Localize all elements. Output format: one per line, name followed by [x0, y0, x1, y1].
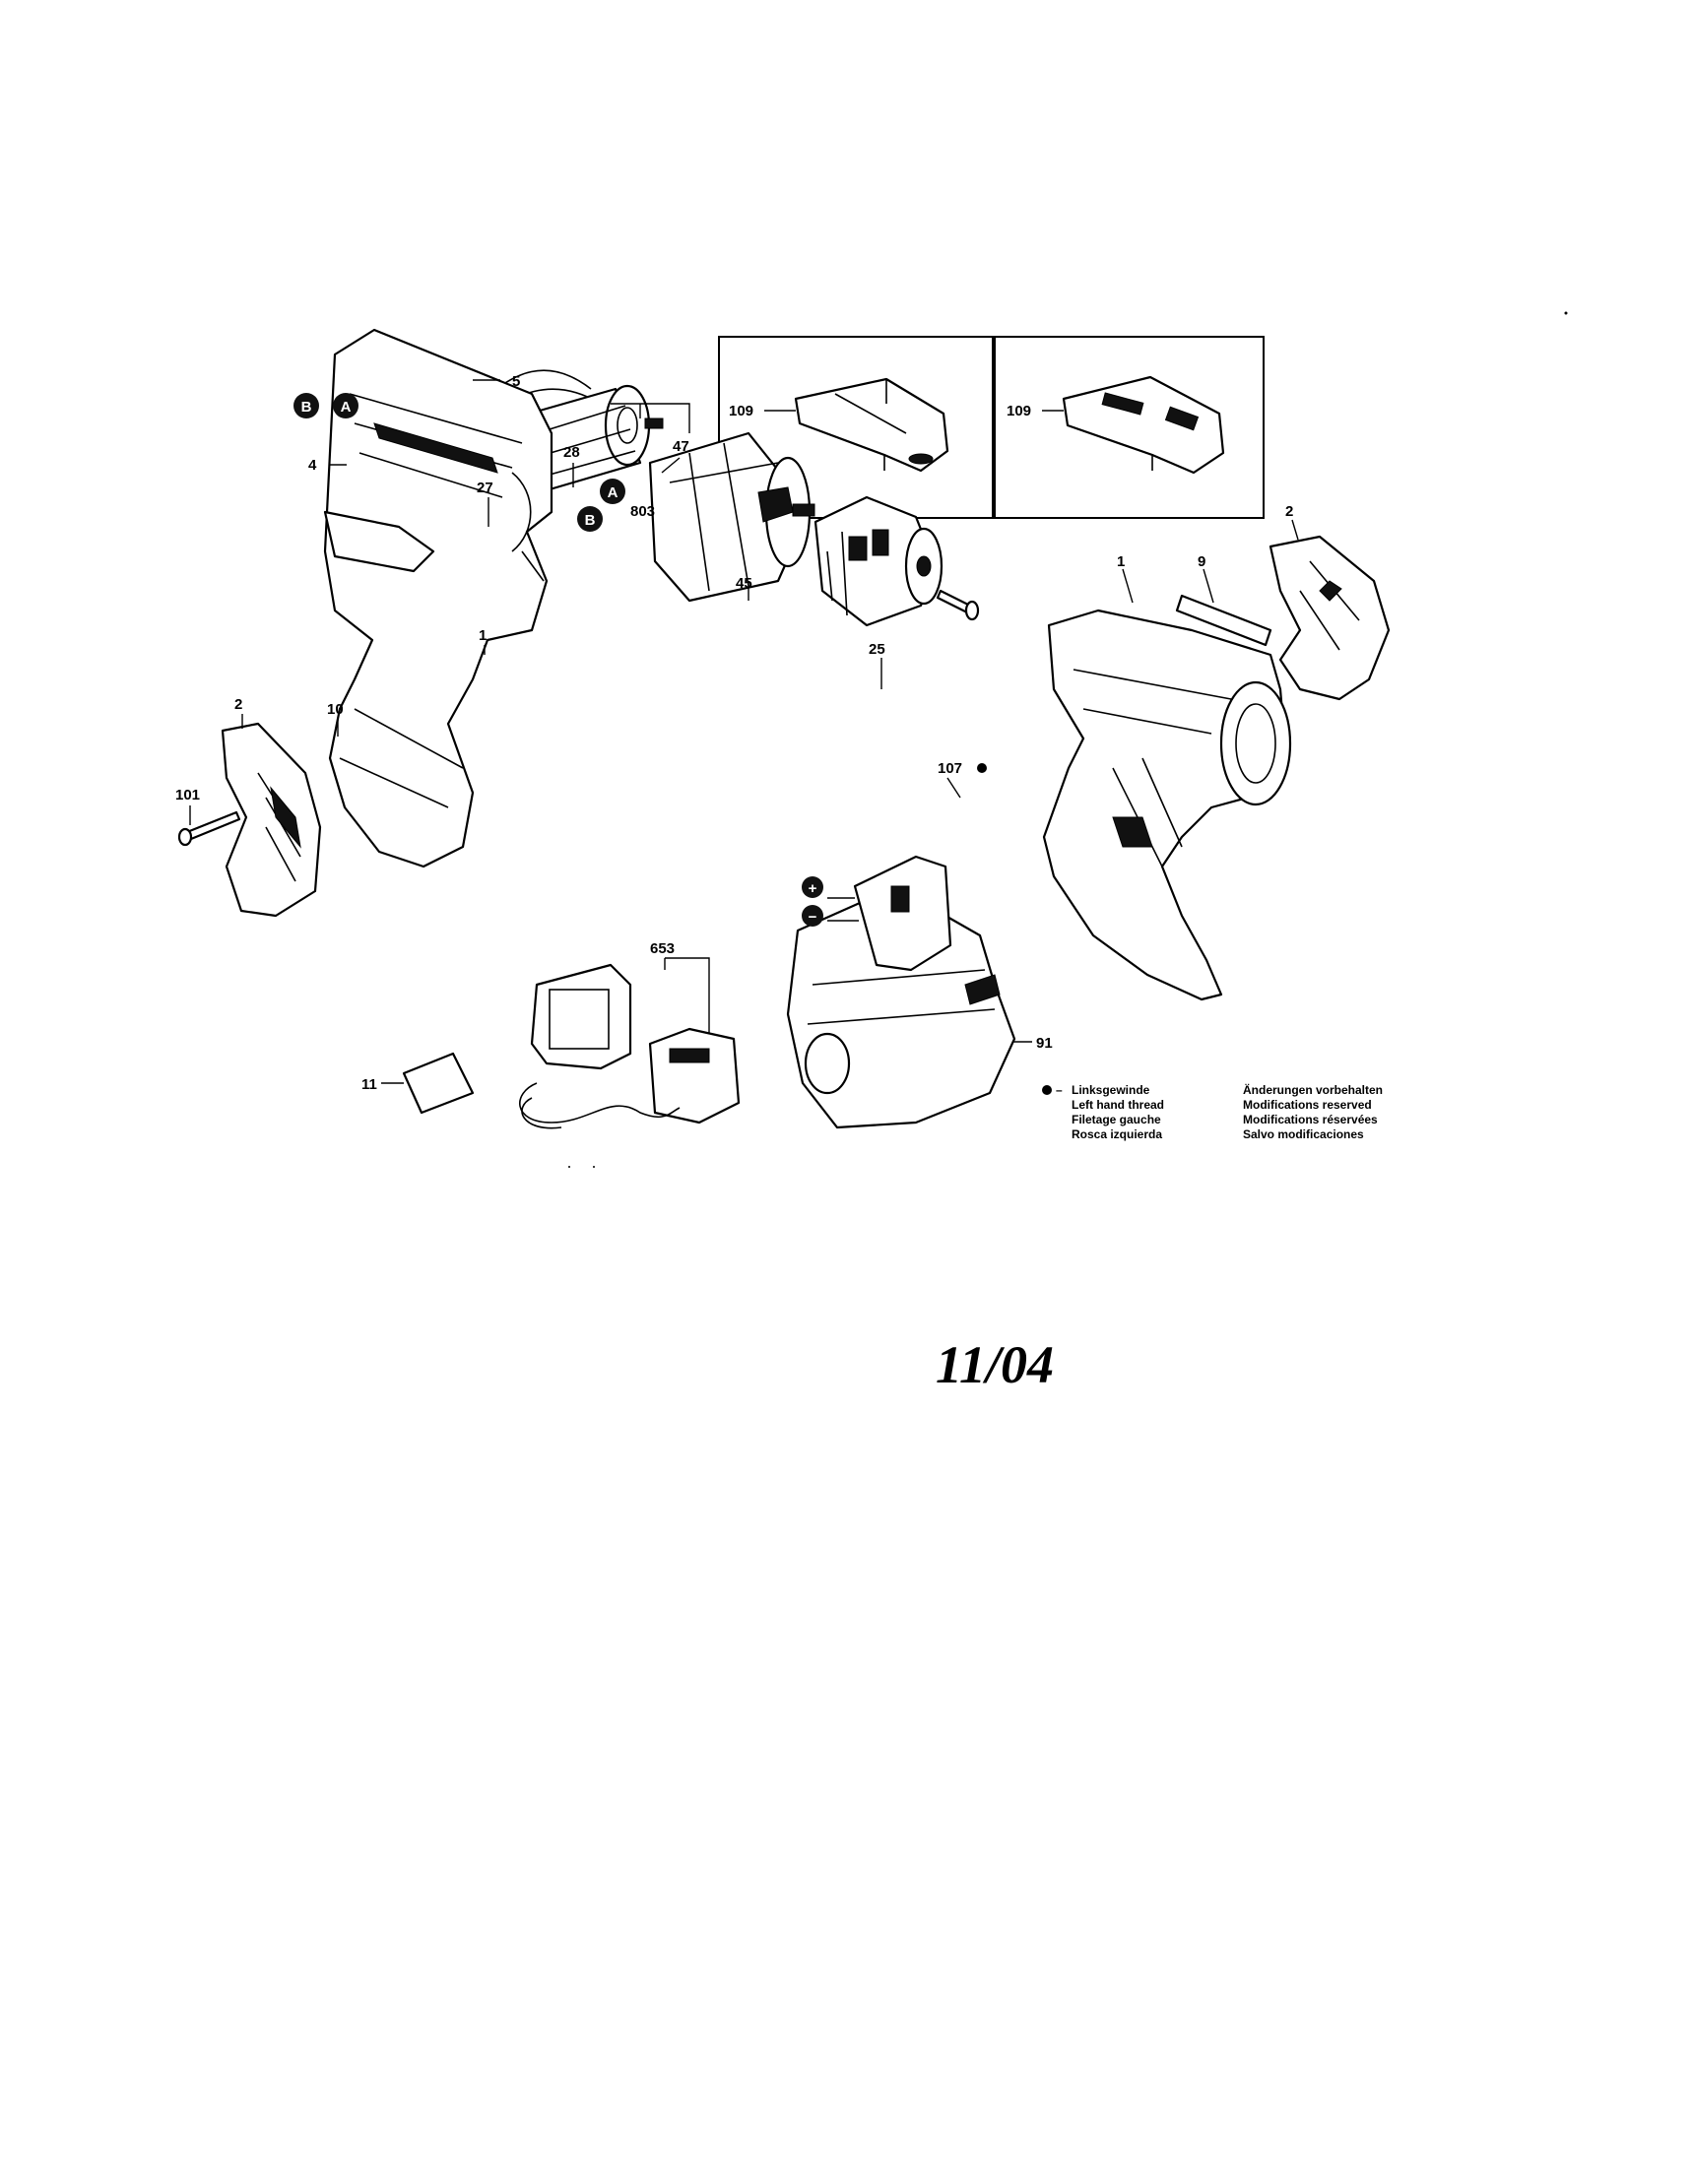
callout-803: 803: [630, 503, 655, 520]
part-45-gearbox: [648, 431, 815, 603]
part-2-cover-left: [221, 722, 322, 918]
svg-text:A: A: [608, 484, 618, 501]
callout-2-left: 2: [234, 696, 242, 713]
left-hand-thread-dot: [977, 763, 987, 773]
part-107-screw: [936, 589, 980, 621]
callout-1-left: 1: [479, 627, 487, 644]
legend-left-line-4: Rosca izquierda: [1072, 1127, 1162, 1141]
callout-101: 101: [175, 787, 200, 803]
legend-right-line-1: Änderungen vorbehalten: [1243, 1082, 1383, 1097]
legend-left-line-2: Left hand thread: [1072, 1098, 1164, 1112]
callout-91: 91: [1036, 1035, 1053, 1052]
callout-5: 5: [512, 373, 520, 390]
legend-right-line-2: Modifications reserved: [1243, 1098, 1372, 1112]
leader-lines: [189, 379, 1299, 1084]
polarity-plus-marker: +: [802, 876, 823, 898]
callout-10: 10: [327, 701, 344, 718]
legend-right-line-4: Salvo modificaciones: [1243, 1127, 1364, 1141]
svg-text:B: B: [585, 512, 596, 529]
part-25-chuck: [813, 495, 944, 627]
connector-marker-a-top: A: [333, 393, 358, 418]
callout-1-right: 1: [1117, 553, 1125, 570]
connector-marker-a-motor: A: [600, 479, 625, 504]
callout-107: 107: [938, 760, 962, 777]
legend-dash: –: [1056, 1083, 1063, 1097]
part-10-label: [323, 510, 435, 573]
part-101-screw: [177, 810, 241, 847]
scan-speck: [1564, 311, 1568, 315]
callout-2-right: 2: [1285, 503, 1293, 520]
part-1-housing-left: [323, 328, 553, 868]
callout-4: 4: [308, 457, 317, 474]
polarity-minus-marker: −: [802, 905, 823, 927]
callout-9: 9: [1198, 553, 1205, 570]
legend-thread: – Linksgewinde Left hand thread Filetage…: [1042, 1083, 1164, 1141]
legend-dot-icon: [1042, 1085, 1052, 1095]
legend-left-line-1: Linksgewinde: [1072, 1083, 1150, 1097]
callout-28: 28: [563, 444, 580, 461]
callout-45: 45: [736, 575, 752, 592]
legend-left-line-3: Filetage gauche: [1072, 1113, 1161, 1126]
svg-text:−: −: [809, 909, 817, 926]
part-653-charger: [519, 963, 741, 1129]
svg-text:A: A: [341, 399, 352, 416]
part-9-label: [1175, 594, 1272, 647]
part-11-label: [402, 1052, 475, 1115]
connector-marker-b-top: B: [293, 393, 319, 418]
callout-27: 27: [477, 480, 493, 496]
legend-modifications: Änderungen vorbehalten Modifications res…: [1243, 1082, 1383, 1141]
callout-25: 25: [869, 641, 885, 658]
connector-marker-b-motor: B: [577, 506, 603, 532]
callout-109-right: 109: [1007, 403, 1031, 419]
callout-653: 653: [650, 940, 675, 957]
callout-47: 47: [673, 438, 689, 455]
part-91-battery: [786, 855, 1016, 1129]
part-1-housing-right: [1042, 609, 1292, 1001]
legend-right-line-3: Modifications réservées: [1243, 1113, 1378, 1126]
part-2-cover-right: [1269, 535, 1391, 701]
svg-text:B: B: [301, 399, 312, 416]
callout-11: 11: [361, 1076, 377, 1093]
callout-109-left: 109: [729, 403, 753, 419]
scan-speck: [568, 1166, 570, 1168]
inset-box-109-right: [994, 336, 1265, 519]
scan-speck: [593, 1166, 595, 1168]
svg-text:+: +: [809, 880, 817, 897]
date-code: 11/04: [936, 1335, 1055, 1394]
